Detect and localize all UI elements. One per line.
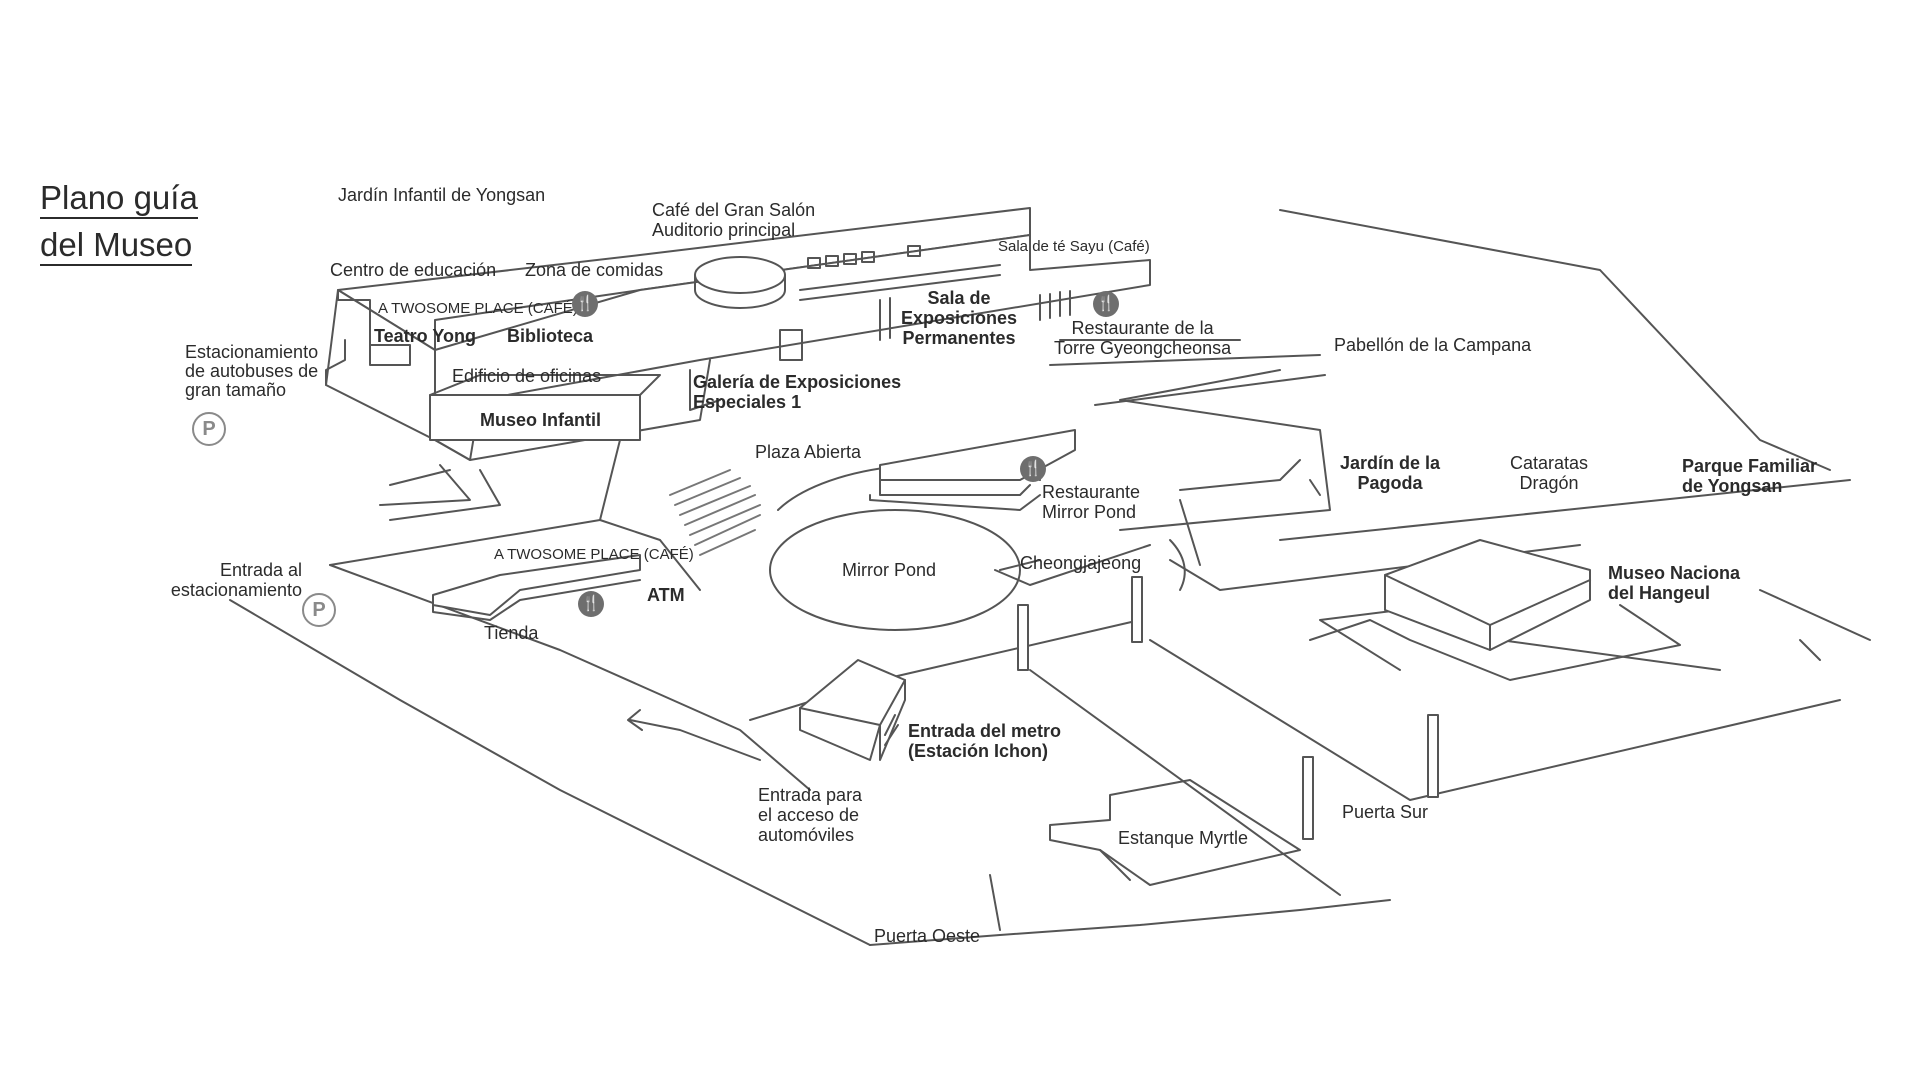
label-parque-familiar: Parque Familiar de Yongsan [1682,456,1818,496]
label-puerta-oeste: Puerta Oeste [874,926,981,946]
restaurant-icon: 🍴 [578,591,604,617]
restaurant-icon: 🍴 [1020,456,1046,482]
label-mirror-pond: Mirror Pond [842,560,937,580]
label-cataratas: Cataratas Dragón [1510,453,1589,493]
label-entrada-estacionamiento: Entrada al estacionamiento [170,560,302,600]
label-atwosome-1: A TWOSOME PLACE (CAFÉ) [378,300,578,317]
restaurant-icon: 🍴 [1093,291,1119,317]
label-plaza-abierta: Plaza Abierta [755,442,862,462]
rotunda [694,245,921,309]
label-museo-hangeul: Museo Naciona del Hangeul [1608,563,1741,603]
label-cheongjajeong: Cheongjajeong [1020,553,1142,573]
mirror-pond-shape [769,509,1021,631]
label-jardin-pagoda: Jardín de la Pagoda [1340,453,1441,493]
label-estanque-myrtle: Estanque Myrtle [1118,828,1249,848]
parking-icon: P [192,412,226,446]
label-auditorio: Auditorio principal [652,220,796,240]
hangeul-museum-building [1309,539,1681,681]
label-entrada-metro: Entrada del metro (Estación Ichon) [908,721,1062,761]
label-centro-educacion: Centro de educación [330,260,497,280]
shop-building [432,554,641,621]
label-atwosome-2: A TWOSOME PLACE (CAFÉ) [494,546,694,563]
label-restaurante-mirror: Restaurante Mirror Pond [1042,482,1141,522]
label-biblioteca: Biblioteca [507,326,594,346]
main-building [325,207,1151,461]
gate-pillars [1017,576,1439,840]
label-tienda: Tienda [484,623,539,643]
map-title: Plano guía del Museo [40,176,198,270]
label-puerta-sur: Puerta Sur [1342,802,1429,822]
title-line-2: del Museo [40,226,193,266]
label-pabellon-campana: Pabellón de la Campana [1334,335,1532,355]
label-zona-comidas: Zona de comidas [525,260,664,280]
label-entrada-automoviles: Entrada para el acceso de automóviles [758,785,863,845]
label-sala-te: Sala de té Sayu (Café) [998,238,1150,255]
restaurant-icon: 🍴 [572,291,598,317]
label-cafe-gran-salon: Café del Gran Salón [652,200,816,220]
label-museo-infantil: Museo Infantil [480,410,601,430]
label-teatro-yong: Teatro Yong [374,326,477,346]
metro-entrance-building [799,659,906,761]
label-estacionamiento-bus: Estacionamiento de autobuses de gran tam… [185,342,319,400]
label-galeria-especiales: Galería de Exposiciones Especiales 1 [693,372,902,412]
label-restaurante-torre: Restaurante de la Torre Gyeongcheonsa [1054,318,1232,358]
amphitheater-steps [669,469,761,556]
parking-icon: P [302,593,336,627]
title-line-1: Plano guía [40,179,198,219]
label-atm: ATM [647,585,685,605]
label-edificio-oficinas: Edificio de oficinas [452,366,602,386]
label-sala-exposiciones: Sala de Exposiciones Permanentes [901,288,1018,348]
myrtle-pond-shape [1049,779,1301,886]
label-jardin-infantil: Jardín Infantil de Yongsan [338,185,546,205]
